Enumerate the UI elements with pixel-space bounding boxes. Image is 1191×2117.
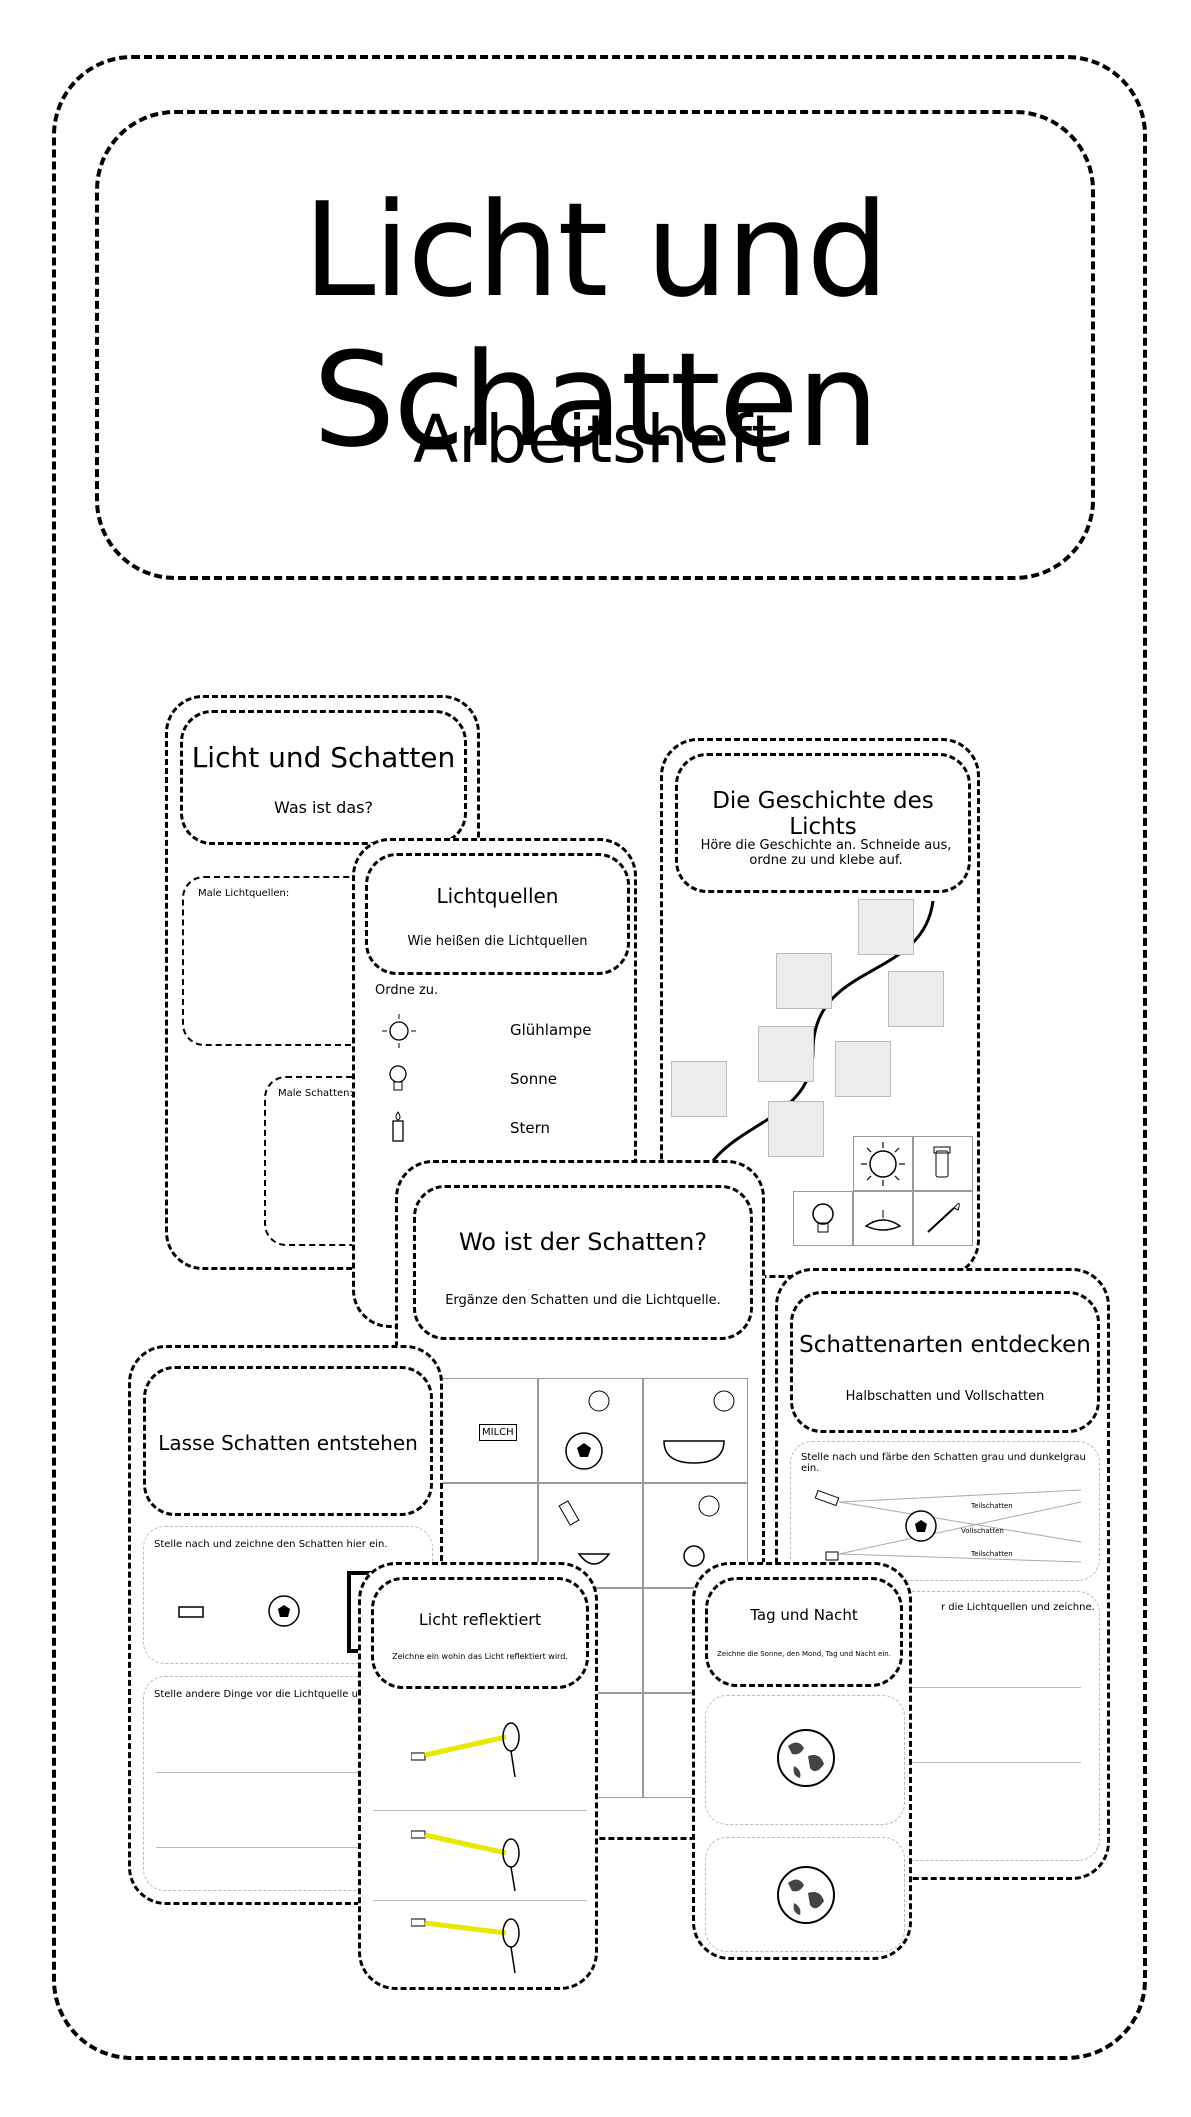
card-title: Schattenarten entdecken [799, 1332, 1091, 1358]
grid-cell [643, 1378, 748, 1483]
flashlight-icon [933, 1146, 951, 1178]
card-title: Licht reflektiert [418, 1610, 542, 1629]
card-header: Lichtquellen Wie heißen die Lichtquellen [365, 853, 630, 975]
grid-cell: MILCH [438, 1378, 538, 1483]
lightbulb-icon [812, 1203, 834, 1233]
page-subtitle: Arbeitsheft [413, 401, 777, 478]
card-header: Die Geschichte des Lichts Höre die Gesch… [675, 753, 971, 893]
box-label: Male Schatten: [278, 1088, 353, 1099]
earth-globe-icon [777, 1729, 835, 1787]
earth-globe-icon [777, 1866, 835, 1924]
card-title: Lichtquellen [436, 884, 559, 908]
match-item: Stern [510, 1119, 551, 1137]
card-title: Wo ist der Schatten? [458, 1228, 708, 1256]
writing-line [811, 1687, 1081, 1688]
card-subtitle: Wie heißen die Lichtquellen [407, 934, 588, 949]
card-title: Die Geschichte des Lichts [712, 788, 934, 840]
page-title: Licht und Schatten [302, 174, 889, 476]
grid-cell [853, 1136, 913, 1191]
instruction-text: Ordne zu. [375, 983, 439, 998]
night-drawing-box [705, 1837, 905, 1952]
candle-icon [392, 1111, 404, 1142]
match-item: Sonne [510, 1070, 557, 1088]
instruction-text: Stelle andere Dinge vor die Lichtquelle … [154, 1689, 365, 1700]
grid-cell [913, 1191, 973, 1246]
writing-line [156, 1772, 421, 1773]
grid-cell [913, 1136, 973, 1191]
match-item: Glühlampe [510, 1021, 592, 1039]
writing-line [156, 1847, 421, 1848]
diagram-label: Teilschatten [971, 1502, 1013, 1510]
card-title: Licht und Schatten [191, 741, 456, 774]
instruction-text: Stelle nach und zeichne den Schatten hie… [154, 1539, 388, 1550]
instruction-text: r die Lichtquellen und zeichne. [941, 1602, 1095, 1613]
preview-card-tag-nacht: Tag und Nacht Zeichne die Sonne, den Mon… [692, 1562, 912, 1960]
shadow-diagram [814, 1489, 1082, 1563]
experiment-box: Stelle nach und färbe den Schatten grau … [790, 1441, 1100, 1581]
mirror-reflection-illustration [411, 1722, 520, 1778]
sun-and-ball-icon [565, 1390, 610, 1470]
preview-card-licht-reflektiert: Licht reflektiert Zeichne ein wohin das … [358, 1562, 598, 1990]
card-subtitle: Zeichne ein wohin das Licht reflektiert … [392, 1652, 568, 1661]
cutout-square [758, 1026, 814, 1082]
writing-line [811, 1762, 1081, 1763]
card-subtitle: Ergänze den Schatten und die Lichtquelle… [445, 1293, 721, 1308]
cutout-square [888, 971, 944, 1027]
cutout-square [835, 1041, 891, 1097]
oil-lamp-icon [864, 1210, 902, 1231]
card-header: Tag und Nacht Zeichne die Sonne, den Mon… [705, 1577, 903, 1687]
card-subtitle: Halbschatten und Vollschatten [845, 1389, 1045, 1404]
mirror-reflection-illustration [411, 1830, 520, 1892]
lightbulb-icon [389, 1065, 407, 1091]
divider [373, 1810, 587, 1811]
day-drawing-box [705, 1695, 905, 1825]
match-icon [927, 1203, 960, 1233]
card-header: Schattenarten entdecken Halbschatten und… [790, 1291, 1100, 1433]
sun-and-bathtub-icon [663, 1390, 735, 1464]
card-subtitle: Was ist das? [274, 798, 373, 817]
milk-carton-icon: MILCH [479, 1424, 517, 1441]
cutout-square [671, 1061, 727, 1117]
instruction-text: Stelle nach und färbe den Schatten grau … [801, 1452, 1086, 1474]
card-header: Licht reflektiert Zeichne ein wohin das … [371, 1577, 589, 1689]
flashlight-and-bowl-icon [558, 1500, 611, 1565]
card-subtitle: Zeichne die Sonne, den Mond, Tag und Nac… [717, 1650, 891, 1658]
divider [373, 1900, 587, 1901]
card-subtitle: Höre die Geschichte an. Schneide aus, or… [700, 838, 952, 868]
box-label: Male Lichtquellen: [198, 888, 290, 899]
grid-cell [853, 1191, 913, 1246]
title-frame [95, 110, 1095, 580]
cover-outer-frame [52, 55, 1147, 2060]
sun-icon [382, 1014, 416, 1048]
cutout-square [768, 1101, 824, 1157]
sun-icon [861, 1142, 905, 1186]
diagram-label: Vollschatten [961, 1527, 1004, 1535]
card-title: Tag und Nacht [750, 1606, 858, 1624]
cutout-square [858, 899, 914, 955]
card-header: Licht und Schatten Was ist das? [180, 710, 467, 845]
grid-cell [793, 1191, 853, 1246]
diagram-label: Teilschatten [971, 1550, 1013, 1558]
cutout-square [776, 953, 832, 1009]
sun-and-apple-icon [683, 1495, 720, 1567]
grid-cell [538, 1378, 643, 1483]
card-title: Lasse Schatten entstehen [158, 1431, 418, 1455]
mirror-reflection-illustration [411, 1918, 520, 1974]
card-header: Wo ist der Schatten? Ergänze den Schatte… [413, 1185, 753, 1340]
card-header: Lasse Schatten entstehen [143, 1366, 433, 1516]
